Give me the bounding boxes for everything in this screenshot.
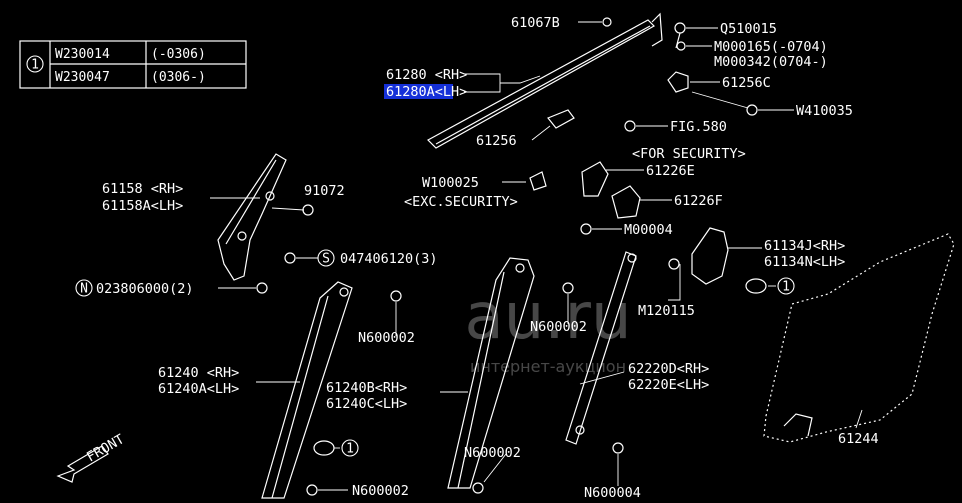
label-w410035: W410035	[796, 103, 853, 119]
label-61226e: 61226E	[646, 163, 695, 179]
label-61240b: 61240B<RH>	[326, 380, 407, 396]
bracket-61226e-drawing	[581, 161, 609, 197]
label-047406120: 047406120(3)	[340, 251, 438, 267]
bolt-m120115-drawing	[668, 258, 680, 270]
label-61256: 61256	[476, 133, 517, 149]
label-61226f: 61226F	[674, 193, 723, 209]
nut-n600004-drawing	[612, 442, 624, 454]
label-62220e: 62220E<LH>	[628, 377, 709, 393]
channel-61240b-drawing	[447, 257, 535, 489]
label-91072: 91072	[304, 183, 345, 199]
label-exc-security: <EXC.SECURITY>	[404, 194, 518, 210]
circle-1-label: 1	[782, 280, 790, 295]
nut-n600002-d-drawing	[472, 482, 484, 494]
label-for-security: <FOR SECURITY>	[632, 146, 746, 162]
nut-n600002-b-drawing	[562, 282, 574, 294]
label-61256c: 61256C	[722, 75, 771, 91]
nut-n600002-c-drawing	[306, 484, 318, 496]
molding-61280-drawing	[427, 12, 663, 149]
label-q510015: Q510015	[720, 21, 777, 37]
plug-circle-1b-drawing	[313, 440, 335, 456]
plug-circle-1-drawing	[745, 278, 767, 294]
circle-1b-label: 1	[346, 442, 354, 457]
label-61158a: 61158A<LH>	[102, 198, 183, 214]
watermark-subtitle: интернет-аукцион	[470, 357, 626, 376]
label-62220d: 62220D<RH>	[628, 361, 709, 377]
label-m000165: M000165(-0704)	[714, 39, 828, 55]
table-range-1: (-0306)	[151, 47, 206, 62]
nut-n023806000-drawing	[256, 282, 268, 294]
sash-61158-drawing	[217, 153, 287, 281]
label-front: FRONT	[84, 431, 127, 465]
cover-61134j-drawing	[691, 227, 729, 285]
label-61280a: 61280A<LH>	[386, 84, 467, 100]
table-part-w230014: W230014	[55, 47, 110, 62]
bolt-s047406120-drawing	[284, 252, 296, 264]
nut-n600002-a-drawing	[390, 290, 402, 302]
label-61134n: 61134N<LH>	[764, 254, 845, 270]
table-range-2: (0306-)	[151, 70, 206, 85]
label-fig580: FIG.580	[670, 119, 727, 135]
circle-s-letter: S	[322, 252, 330, 267]
clip-61256-drawing	[547, 109, 575, 129]
screw-m00004-drawing	[580, 223, 592, 235]
label-61240: 61240 <RH>	[158, 365, 239, 381]
label-61240c: 61240C<LH>	[326, 396, 407, 412]
label-61244: 61244	[838, 431, 879, 447]
label-m000342: M000342(0704-)	[714, 54, 828, 70]
label-61067b: 61067B	[511, 15, 560, 31]
circle-n-letter: N	[80, 282, 88, 297]
cap-61226f-drawing	[611, 185, 641, 219]
circle-n-icon	[75, 279, 93, 297]
label-61134j: 61134J<RH>	[764, 238, 845, 254]
reference-table: 1 W230014 (-0306) W230047 (0306-)	[19, 40, 247, 89]
circle-1b-icon	[341, 439, 359, 457]
front-arrow-icon	[56, 445, 109, 483]
watermark-logo: au.ru	[465, 280, 632, 354]
label-n600002-d: N600002	[464, 445, 521, 461]
label-61158: 61158 <RH>	[102, 181, 183, 197]
label-n600002-c: N600002	[352, 483, 409, 499]
clip-w100025-drawing	[529, 171, 547, 191]
label-n600004: N600004	[584, 485, 641, 501]
circle-1-icon	[777, 277, 795, 295]
label-023806000: 023806000(2)	[96, 281, 194, 297]
label-w100025: W100025	[422, 175, 479, 191]
highlight-61280a	[384, 84, 453, 99]
sealing-cover-61244-drawing	[763, 233, 955, 443]
table-part-w230047: W230047	[55, 70, 110, 85]
rail-62220d-drawing	[565, 251, 637, 445]
fasteners-top	[602, 17, 758, 132]
label-61240a: 61240A<LH>	[158, 381, 239, 397]
label-n600002-b: N600002	[530, 319, 587, 335]
grommet-91072-drawing	[302, 204, 314, 216]
circle-s-icon	[317, 249, 335, 267]
leader-lines	[210, 21, 863, 491]
label-61280: 61280 <RH>	[386, 67, 467, 83]
table-marker-1: 1	[31, 58, 39, 73]
label-m00004: M00004	[624, 222, 673, 238]
label-m120115: M120115	[638, 303, 695, 319]
label-n600002-a: N600002	[358, 330, 415, 346]
channel-61240-drawing	[261, 281, 353, 499]
